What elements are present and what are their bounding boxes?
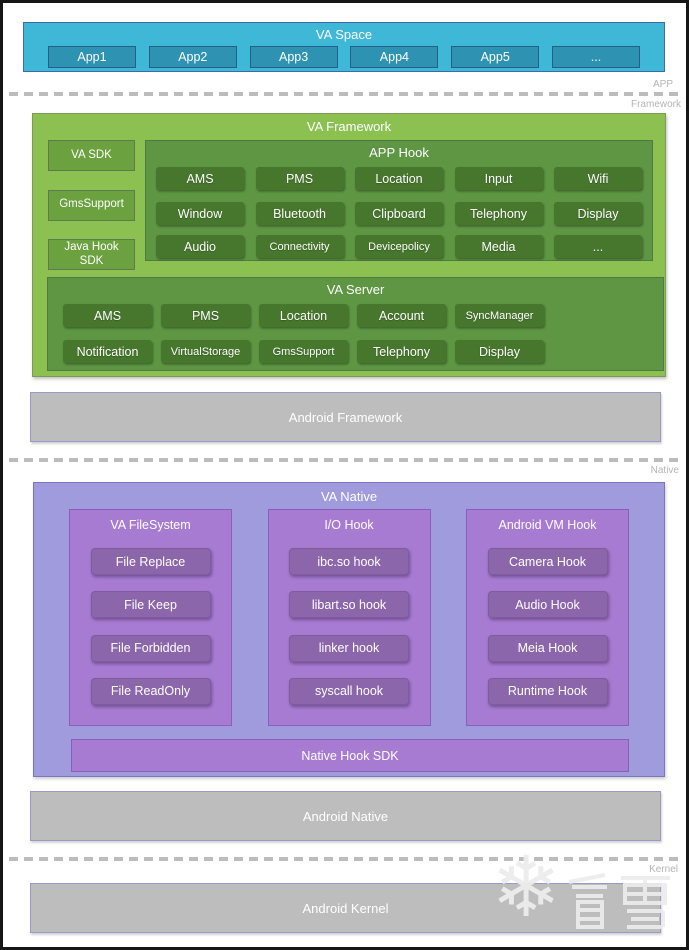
hook-chip: Clipboard [355,202,443,225]
io-hook-title: I/O Hook [324,518,374,532]
va-filesystem-panel: VA FileSystem File Replace File Keep Fil… [69,509,232,726]
io-hook-chip: syscall hook [289,677,409,705]
va-space-title: VA Space [315,27,373,42]
va-native-title: VA Native [320,489,378,504]
android-kernel-label: Android Kernel [302,900,389,916]
va-native-columns: VA FileSystem File Replace File Keep Fil… [34,509,664,726]
android-framework-bar: Android Framework [30,392,661,442]
server-chip: Display [455,340,544,363]
layer-divider [9,458,680,462]
layer-label-kernel: Kernel [649,864,678,875]
app-hook-row: Window Bluetooth Clipboard Telephony Dis… [146,202,652,225]
android-vm-hook-chips: Camera Hook Audio Hook Meia Hook Runtime… [467,532,628,725]
va-filesystem-title: VA FileSystem [110,518,191,532]
server-chip: Telephony [357,340,446,363]
vm-hook-chip: Camera Hook [487,548,608,576]
hook-chip: Input [454,167,543,190]
app-row: App1 App2 App3 App4 App5 ... [24,46,664,68]
server-chip: Account [357,304,446,327]
android-vm-hook-panel: Android VM Hook Camera Hook Audio Hook M… [466,509,629,726]
app-chip: App4 [350,46,439,68]
app-chip: App3 [249,46,338,68]
android-kernel-bar: Android Kernel [30,883,661,933]
server-chip: Notification [63,340,152,363]
android-native-label: Android Native [302,808,389,824]
app-chip: App1 [48,46,136,68]
filesystem-chip: File Forbidden [90,634,211,662]
filesystem-chip: File Replace [90,548,211,576]
server-chip: PMS [161,304,250,327]
layer-label-native: Native [650,465,679,476]
io-hook-chip: linker hook [289,634,409,662]
hook-chip: Location [355,167,443,190]
vm-hook-chip: Runtime Hook [487,677,608,705]
va-native-box: VA Native VA FileSystem File Replace Fil… [33,482,665,777]
side-box-gms-support: GmsSupport [48,189,135,221]
layer-divider [9,92,680,96]
app-chip-more: ... [551,46,640,68]
hook-chip: Audio [156,235,244,258]
native-hook-sdk-label: Native Hook SDK [301,748,399,763]
hook-chip: Telephony [454,202,543,225]
framework-side-column: VA SDK GmsSupport Java Hook SDK [48,140,135,270]
app-chip: App2 [148,46,237,68]
android-native-bar: Android Native [30,791,661,841]
hook-chip: AMS [156,167,244,190]
layer-divider [9,857,680,861]
layer-label-app: APP [652,79,673,90]
side-box-va-sdk: VA SDK [48,140,135,171]
io-hook-chip: libart.so hook [289,591,409,619]
filesystem-chip: File ReadOnly [90,677,211,705]
vm-hook-chip: Meia Hook [487,634,608,662]
app-chip: App5 [451,46,540,68]
app-hook-panel: APP Hook AMS PMS Location Input Wifi Win… [145,140,653,261]
io-hook-chips: ibc.so hook libart.so hook linker hook s… [269,532,430,725]
app-hook-row: AMS PMS Location Input Wifi [146,167,652,190]
io-hook-panel: I/O Hook ibc.so hook libart.so hook link… [267,509,431,726]
hook-chip-more: ... [554,235,642,258]
server-chip: SyncManager [455,304,544,327]
app-hook-row: Audio Connectivity Devicepolicy Media ..… [146,235,652,258]
va-server-row: Notification VirtualStorage GmsSupport T… [48,340,663,363]
va-framework-title: VA Framework [306,119,392,134]
va-space-box: VA Space App1 App2 App3 App4 App5 ... [23,22,665,72]
server-chip: Location [259,304,348,327]
io-hook-chip: ibc.so hook [289,548,409,576]
layer-label-framework: Framework [630,99,681,110]
app-hook-title: APP Hook [369,145,429,160]
filesystem-chip: File Keep [90,591,211,619]
vm-hook-chip: Audio Hook [487,591,608,619]
android-vm-hook-title: Android VM Hook [498,518,597,532]
va-framework-box: VA Framework VA SDK GmsSupport Java Hook… [32,113,666,377]
hook-chip: Devicepolicy [355,235,443,258]
va-server-title: VA Server [326,282,385,297]
hook-chip: Media [454,235,543,258]
va-server-row: AMS PMS Location Account SyncManager [48,304,663,327]
va-server-panel: VA Server AMS PMS Location Account SyncM… [47,277,664,371]
side-box-java-hook-sdk: Java Hook SDK [48,239,135,270]
hook-chip: PMS [255,167,344,190]
hook-chip: Connectivity [255,235,344,258]
hook-chip: Display [554,202,642,225]
va-filesystem-chips: File Replace File Keep File Forbidden Fi… [70,532,231,725]
server-chip: GmsSupport [259,340,348,363]
server-chip: AMS [63,304,152,327]
server-chip: VirtualStorage [161,340,250,363]
android-framework-label: Android Framework [288,409,403,425]
hook-chip: Bluetooth [255,202,344,225]
native-hook-sdk-bar: Native Hook SDK [71,739,629,772]
hook-chip: Window [156,202,244,225]
hook-chip: Wifi [554,167,642,190]
